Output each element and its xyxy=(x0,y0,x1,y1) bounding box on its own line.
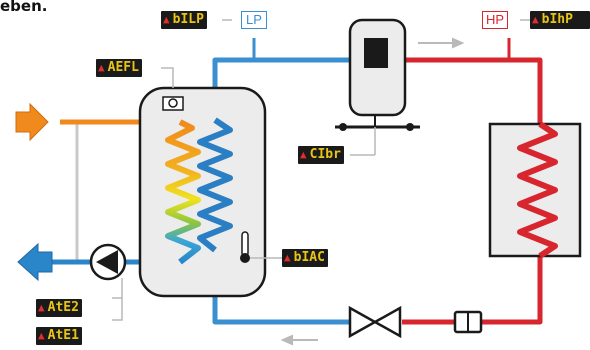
hp-tag: HP xyxy=(482,11,508,29)
lp-tag: LP xyxy=(241,11,267,29)
refrigerant-coil xyxy=(197,117,233,253)
warning-triangle-icon: ▲ xyxy=(38,301,45,314)
label-connectors xyxy=(112,19,530,321)
warning-triangle-icon: ▲ xyxy=(38,329,45,342)
flow-arrow-bottom xyxy=(280,334,318,346)
tank-temp-label: ▲bIAC xyxy=(282,249,328,267)
warning-triangle-icon: ▲ xyxy=(284,251,291,264)
condenser-coil xyxy=(517,121,558,259)
suction-pressure-label: ▲bILP xyxy=(161,11,207,29)
filter-drier-icon[interactable] xyxy=(453,310,483,334)
thermometer-icon xyxy=(240,231,282,263)
condenser xyxy=(488,122,582,258)
pump-temp-2-label: ▲AtE2 xyxy=(36,299,82,317)
pump-icon[interactable] xyxy=(89,243,127,281)
inlet-arrow-icon xyxy=(15,102,49,142)
warning-triangle-icon: ▲ xyxy=(98,61,105,74)
compressor-icon[interactable] xyxy=(335,18,420,156)
caption-text: eben. xyxy=(0,0,48,15)
compressor-label: ▲CIbr xyxy=(298,146,344,164)
heat-exchanger-temp-label: ▲AEFL xyxy=(96,59,142,77)
pump-temp-1-label: ▲AtE1 xyxy=(36,327,82,345)
warning-triangle-icon: ▲ xyxy=(163,13,170,26)
outlet-arrow-icon xyxy=(17,242,53,282)
expansion-valve-icon[interactable] xyxy=(348,305,402,339)
discharge-pressure-label: ▲bIhP xyxy=(530,11,590,29)
discharge-line xyxy=(402,57,543,325)
flow-arrow-top xyxy=(418,37,465,49)
warning-triangle-icon: ▲ xyxy=(300,148,307,161)
warning-triangle-icon: ▲ xyxy=(532,13,539,26)
water-coil xyxy=(165,119,201,265)
tank-sensor-icon xyxy=(162,78,184,111)
